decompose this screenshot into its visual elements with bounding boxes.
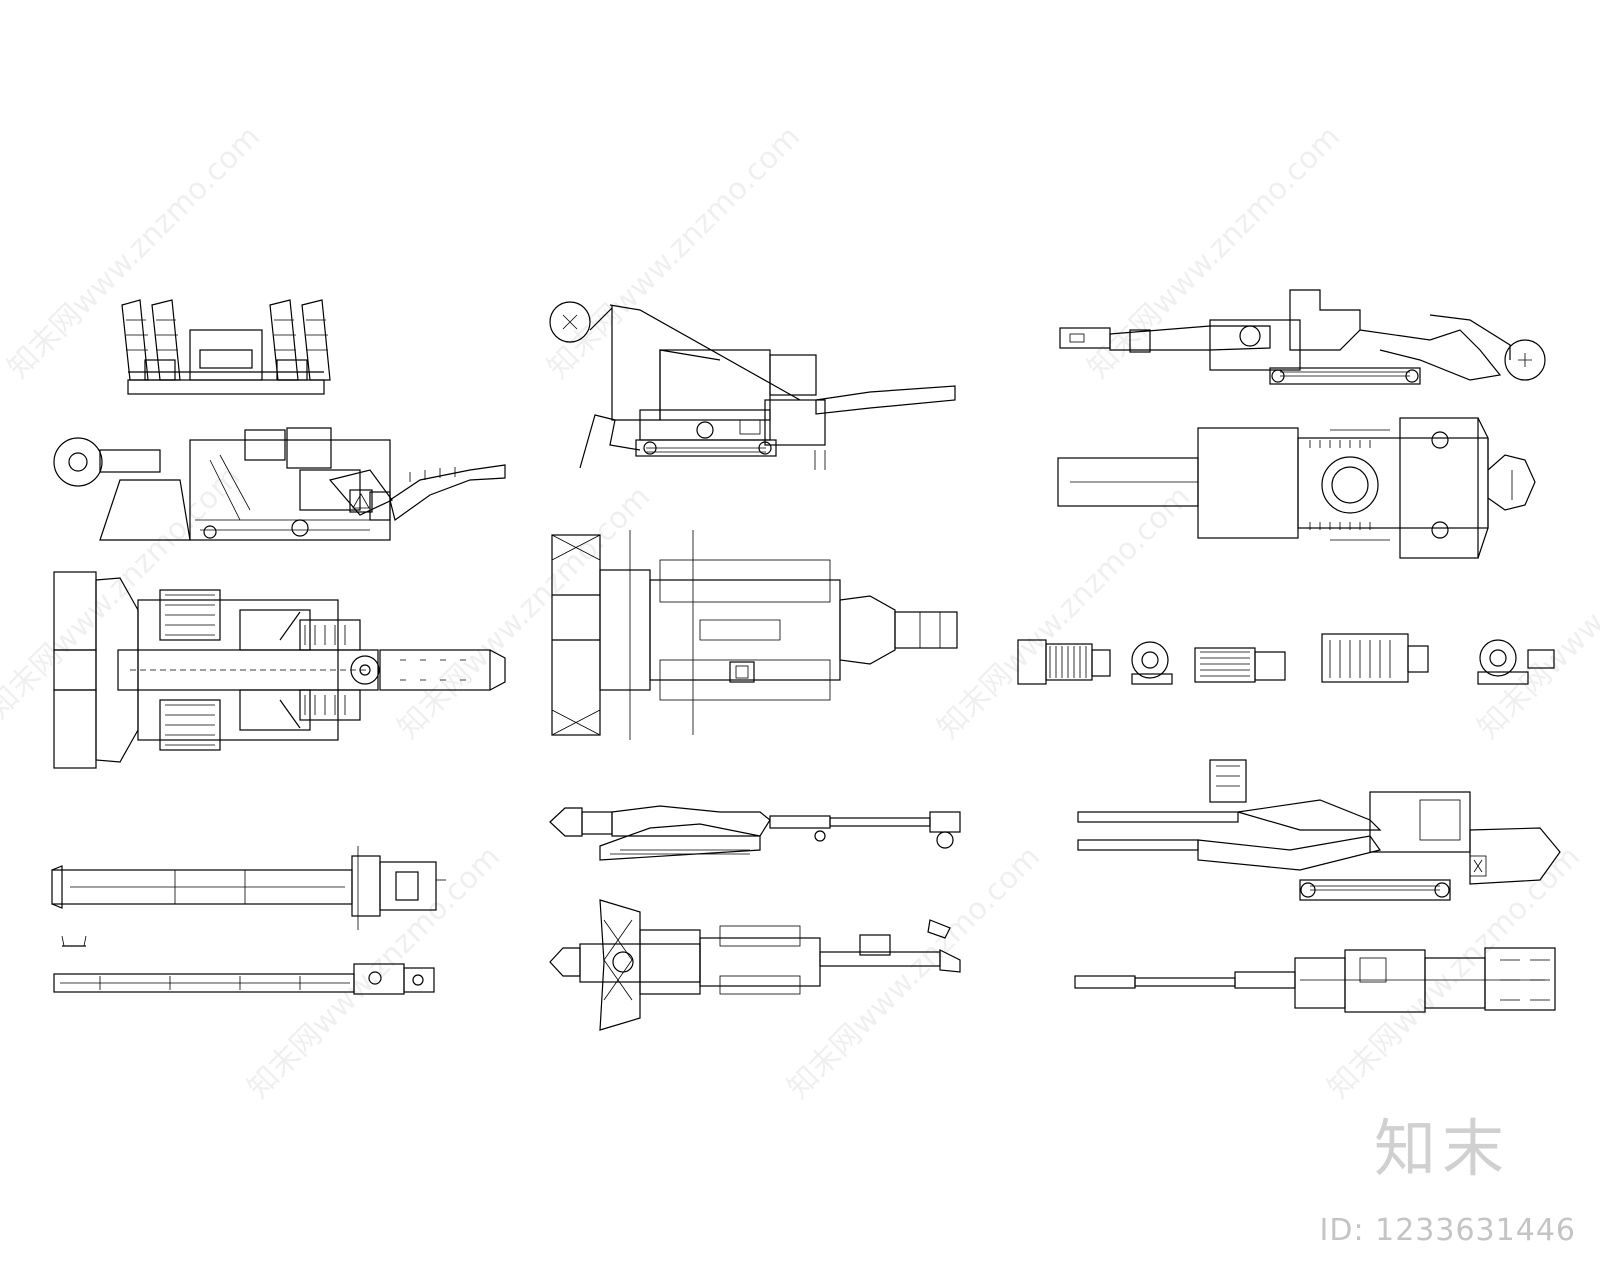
watermark-text: 知末网www.znzmo.com bbox=[1, 119, 267, 385]
column-3-jumbo-side bbox=[1077, 759, 1561, 901]
column-2-drill-plan bbox=[549, 899, 961, 1031]
column-1-plan-view bbox=[53, 571, 506, 769]
column-1-side-view bbox=[53, 427, 506, 541]
watermark-text: 知末网www.znzmo.com bbox=[0, 459, 247, 725]
watermark-text: 知末网www.znzmo.com bbox=[931, 479, 1197, 745]
watermark-text: 知末网www.znzmo.com bbox=[781, 839, 1047, 1105]
column-1-boom-bottom bbox=[53, 963, 435, 995]
brand-logo: 知末 bbox=[1373, 1112, 1510, 1185]
column-1-front-view bbox=[121, 299, 331, 395]
column-2-drill-side bbox=[549, 805, 961, 861]
column-3-side-view bbox=[1059, 289, 1546, 385]
brand-id-label: ID: 1233631446 bbox=[1319, 1213, 1576, 1248]
column-3-plan-view bbox=[1057, 417, 1536, 559]
column-3-jumbo-plan bbox=[1074, 947, 1556, 1013]
column-3-winches bbox=[1017, 633, 1555, 685]
watermark-text: 知末网www.znzmo.com bbox=[1081, 119, 1347, 385]
column-1-boom-top bbox=[51, 846, 446, 947]
column-2-side-view bbox=[549, 301, 956, 470]
watermark-text: 知末网www.znzmo.com bbox=[541, 119, 807, 385]
watermark-text: 知末网www.znzmo.com bbox=[1321, 839, 1587, 1105]
watermark-text: 知末网www.znzmo.com bbox=[1471, 479, 1600, 745]
watermark-text: 知末网www.znzmo.com bbox=[391, 479, 657, 745]
column-2-plan-view bbox=[551, 530, 958, 740]
